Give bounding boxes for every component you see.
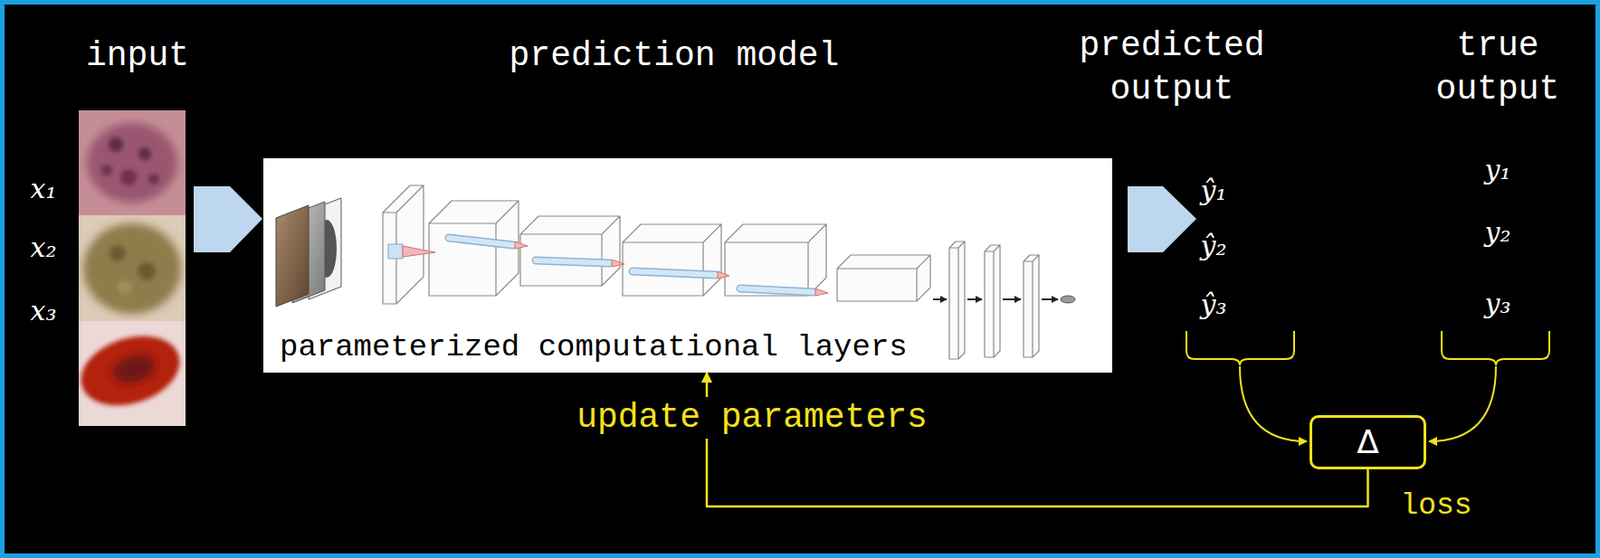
dense-arrow [1002, 298, 1021, 301]
kernel-tube [632, 271, 716, 276]
target-symbol: y₁ [1485, 153, 1512, 187]
kernel-tube [448, 238, 514, 246]
prediction-symbol: ŷ₂ [1200, 229, 1228, 263]
bracket [1186, 331, 1295, 366]
column-header: input [85, 34, 190, 78]
kernel-tube [740, 288, 814, 293]
feature-map [428, 200, 519, 296]
bracket-arrow [1428, 366, 1496, 442]
lesion-image [78, 110, 186, 216]
model-box: parameterized computational layers [263, 158, 1113, 373]
lesion-image [78, 215, 186, 322]
feature-map [837, 255, 931, 302]
lesion-spot [101, 164, 113, 176]
kernel-tube [535, 260, 610, 264]
feature-map [382, 185, 424, 305]
lesion-spot [117, 280, 133, 296]
loss-box: Δ [1309, 415, 1427, 470]
image-ground [78, 110, 186, 216]
feature-map [622, 224, 722, 296]
kernel-cone [717, 271, 730, 279]
prediction-symbol: ŷ₁ [1200, 174, 1228, 208]
kernel-cone [815, 288, 829, 296]
input-symbol: x₁ [30, 172, 58, 206]
target-symbol: y₃ [1485, 287, 1512, 321]
connector-label: update parameters [574, 397, 930, 439]
loss-symbol: Δ [1356, 424, 1380, 461]
kernel-cone [611, 259, 625, 267]
column-header: true output [1394, 24, 1600, 113]
dense-layer [984, 245, 1000, 358]
output-unit [1060, 295, 1076, 304]
dense-arrow [933, 298, 947, 301]
loss-label: loss [1400, 488, 1472, 525]
prediction-symbol: ŷ₃ [1200, 288, 1228, 322]
bracket-arrow [1239, 366, 1307, 442]
lesion-core [109, 350, 159, 388]
kernel-tube [448, 238, 514, 246]
lesion-spot [137, 262, 156, 281]
target-symbol: y₂ [1485, 216, 1512, 249]
column-header: predicted output [1068, 24, 1276, 113]
flow-chevron [193, 186, 263, 253]
kernel [388, 244, 403, 259]
lesion-spot [109, 245, 126, 262]
dense-arrows [933, 298, 1058, 301]
kernel-tube [535, 260, 610, 264]
lesion-spot [108, 137, 124, 153]
flow-chevron [1127, 186, 1197, 253]
input-symbol: x₂ [30, 231, 58, 265]
bracket [1441, 331, 1550, 366]
dense-arrow [967, 298, 982, 301]
kernel-tube [632, 271, 716, 276]
lesion-image [78, 321, 186, 427]
feature-map [724, 224, 827, 296]
lesion [78, 323, 186, 418]
lesion [86, 123, 178, 203]
dense-layer [949, 241, 965, 360]
column-header: prediction model [509, 34, 840, 78]
lesion [83, 223, 181, 315]
kernel-cone [514, 241, 528, 249]
lesion-spot [148, 173, 160, 185]
dense-layer [1023, 255, 1039, 358]
kernel-tubes [448, 238, 814, 293]
image-ground [78, 215, 186, 322]
input-slice [276, 205, 309, 307]
dense-arrow [1041, 298, 1058, 301]
input-symbol: x₃ [30, 295, 58, 328]
kernel-cone [402, 246, 436, 258]
lesion-spot [120, 169, 137, 186]
feature-map [520, 216, 620, 286]
feedback-connector [706, 372, 1369, 507]
lesion-spot [138, 147, 152, 161]
kernel-tube [740, 288, 814, 293]
layer-caption: parameterized computational layers [279, 330, 908, 366]
